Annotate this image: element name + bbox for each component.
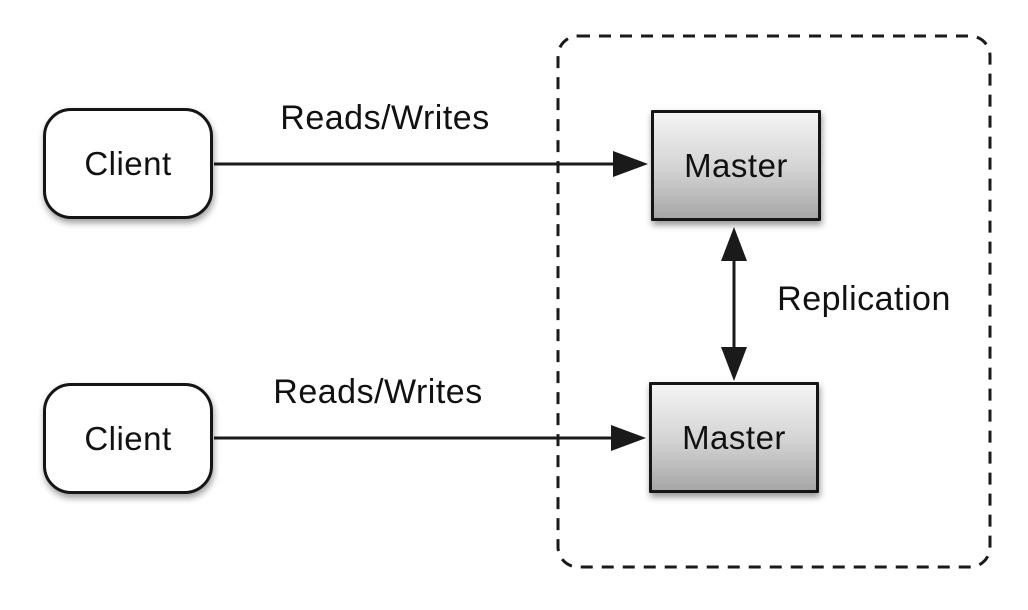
node-client-top-label: Client	[84, 145, 172, 182]
edge-label-reads-writes-bottom: Reads/Writes	[273, 373, 483, 411]
node-master-top: Master	[651, 110, 821, 221]
edge-label-reads-writes-top: Reads/Writes	[280, 99, 490, 137]
node-client-bottom: Client	[43, 383, 213, 494]
arrowhead-icon	[613, 151, 648, 177]
replication-zone-border	[556, 34, 992, 569]
edge-reads-writes-bottom	[214, 425, 646, 451]
arrowhead-icon	[721, 347, 747, 381]
edge-reads-writes-top	[214, 151, 648, 177]
node-master-bottom-label: Master	[682, 419, 786, 456]
node-master-top-label: Master	[684, 147, 788, 184]
arrowhead-icon	[611, 425, 646, 451]
edge-label-replication: Replication	[777, 280, 951, 318]
arrowhead-icon	[721, 227, 747, 261]
node-client-bottom-label: Client	[84, 420, 172, 457]
node-client-top: Client	[43, 108, 213, 219]
node-master-bottom: Master	[649, 382, 819, 493]
edge-replication	[721, 227, 747, 381]
